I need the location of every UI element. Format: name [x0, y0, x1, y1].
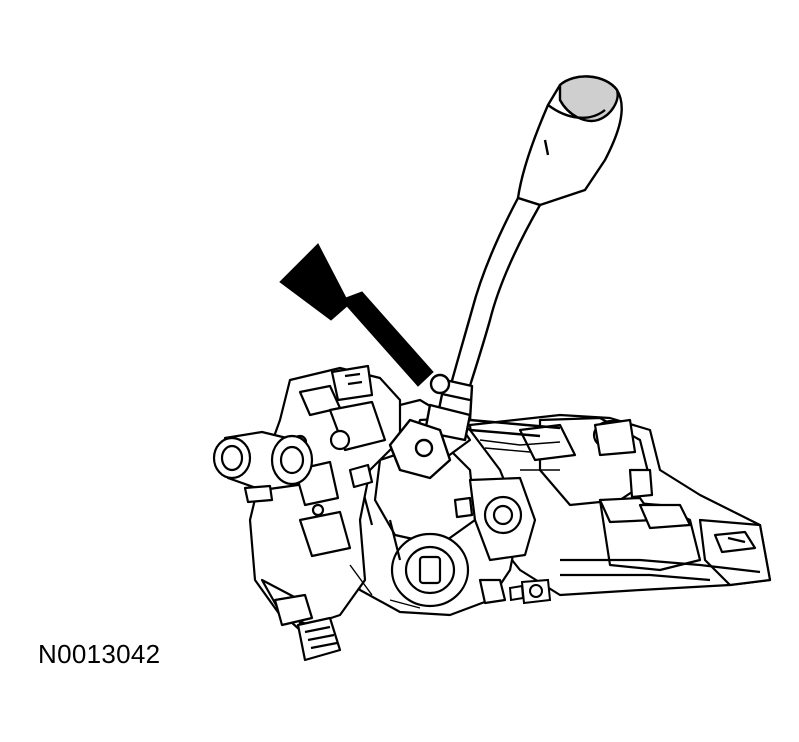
mounting-bolt: [508, 578, 552, 605]
figure-id-label: N0013042: [38, 639, 161, 669]
callout-arrow-icon: [279, 243, 434, 387]
detail-lines: [349, 439, 561, 609]
column-tube-assembly: [468, 413, 772, 597]
tilt-pivot-shaft: [212, 430, 314, 504]
shift-lever: [388, 75, 623, 480]
left-bracket: [248, 364, 402, 632]
bottom-connector: [296, 616, 342, 662]
